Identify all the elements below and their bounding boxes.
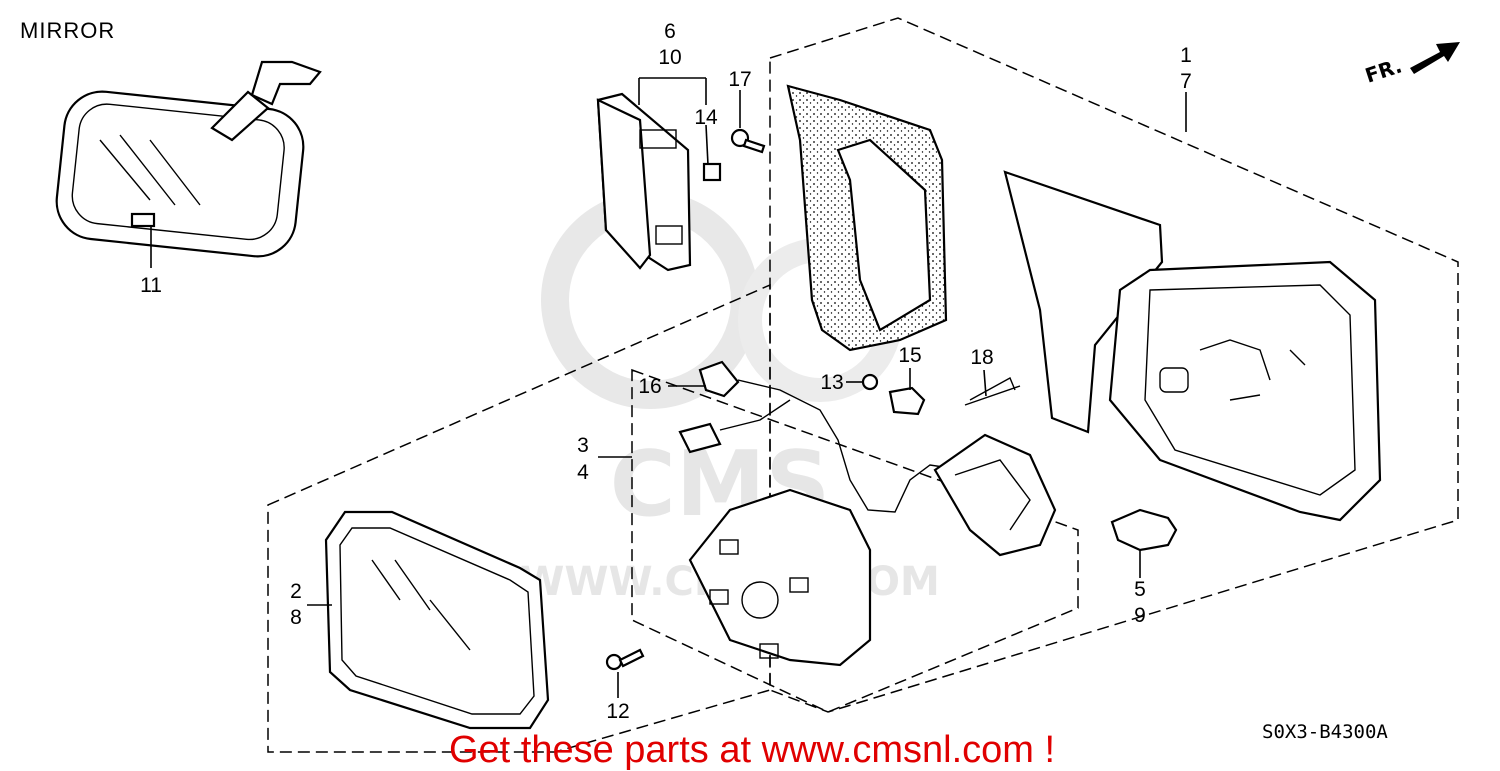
mirror-actuator bbox=[688, 433, 1057, 667]
clip-14 bbox=[702, 162, 722, 182]
callout-15: 15 bbox=[898, 344, 921, 367]
gasket-5 bbox=[1110, 508, 1178, 552]
callout-14: 14 bbox=[694, 106, 718, 129]
diagram-title: MIRROR bbox=[20, 18, 115, 43]
callout-16: 16 bbox=[638, 375, 661, 398]
callout-13: 13 bbox=[820, 371, 843, 394]
callout-10: 10 bbox=[658, 46, 681, 69]
callout-17: 17 bbox=[728, 68, 751, 91]
actuator-assembly-outline bbox=[631, 368, 1079, 713]
screw-12 bbox=[605, 648, 645, 671]
wire-harness-16 bbox=[678, 360, 951, 513]
callout-3: 3 bbox=[577, 434, 589, 457]
callout-11: 11 bbox=[140, 274, 162, 297]
callout-12: 12 bbox=[606, 700, 629, 723]
promo-link[interactable]: Get these parts at www.cmsnl.com ! bbox=[449, 729, 1055, 771]
callout-1: 1 bbox=[1180, 44, 1192, 67]
callout-6: 6 bbox=[664, 20, 676, 43]
mirror-glass bbox=[324, 510, 550, 730]
callout-18: 18 bbox=[970, 346, 993, 369]
clamp-15 bbox=[888, 386, 926, 416]
callout-9: 9 bbox=[1134, 604, 1146, 627]
callout-7: 7 bbox=[1180, 70, 1192, 93]
callout-2: 2 bbox=[290, 580, 302, 603]
front-direction-label: FR. bbox=[1362, 53, 1405, 87]
clip-18 bbox=[964, 377, 1021, 406]
callout-8: 8 bbox=[290, 606, 302, 629]
diagram-code: S0X3-B4300A bbox=[1262, 721, 1388, 743]
screw-17 bbox=[730, 128, 766, 154]
door-mirror-housing bbox=[1003, 170, 1382, 522]
mirror-cover-panel bbox=[596, 92, 692, 272]
callout-5: 5 bbox=[1134, 578, 1146, 601]
mirror-glass-outline bbox=[267, 283, 771, 753]
callouts: 11 6 10 14 17 1 7 16 15 18 13 3 4 2 8 5 … bbox=[140, 20, 1192, 723]
callout-4: 4 bbox=[577, 461, 589, 484]
outer-assembly-outline bbox=[769, 17, 1459, 713]
front-direction-arrow: FR. bbox=[1362, 42, 1460, 88]
leader-lines bbox=[150, 77, 1187, 698]
bolt-13 bbox=[861, 373, 879, 391]
rear-view-mirror bbox=[55, 60, 322, 258]
